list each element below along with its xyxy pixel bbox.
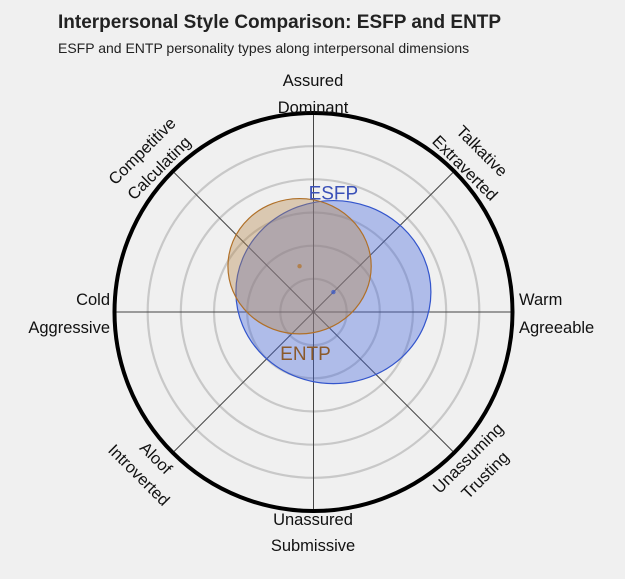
outer-ring — [112, 111, 515, 513]
series-label-esfp: ESFP — [309, 184, 359, 205]
point-esfp — [331, 289, 336, 295]
chart-subtitle: ESFP and ENTP personality types along in… — [58, 40, 470, 56]
axis-line — [172, 170, 455, 454]
label-bottom-2: Submissive — [271, 537, 355, 555]
label-left-2: Aggressive — [28, 319, 110, 337]
label-bottom-1: Unassured — [273, 511, 353, 529]
label-top-1: Assured — [283, 72, 344, 90]
label-left-1: Cold — [76, 291, 110, 309]
series-label-entp: ENTP — [280, 344, 331, 365]
label-top-2: Dominant — [278, 99, 349, 117]
chart-title: Interpersonal Style Comparison: ESFP and… — [58, 12, 502, 33]
point-entp — [297, 264, 302, 269]
label-right-2: Agreeable — [519, 319, 594, 337]
label-right-1: Warm — [519, 291, 562, 309]
